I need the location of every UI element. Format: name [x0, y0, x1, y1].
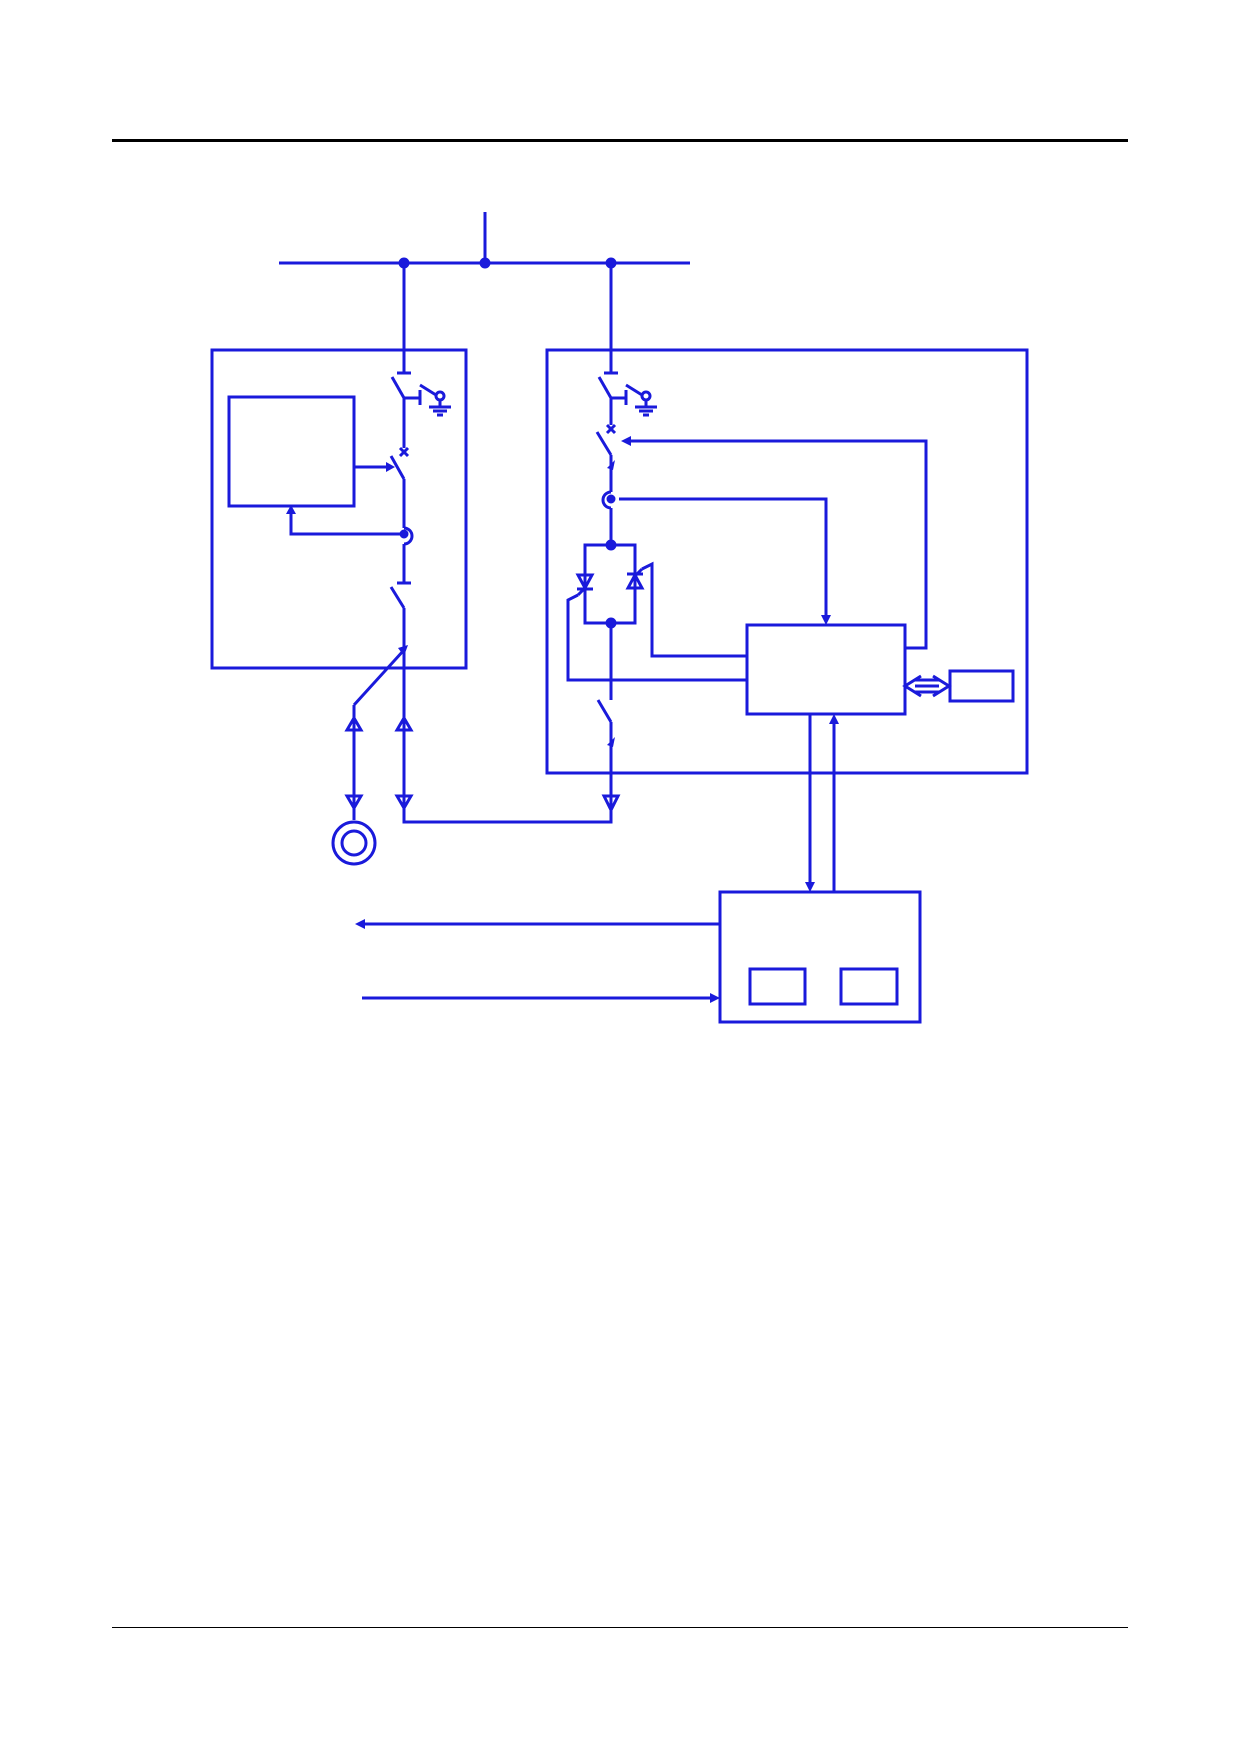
- bypass-switch-icon: [389, 586, 406, 733]
- motor-icon: [331, 820, 377, 866]
- thyristor-icon: [575, 573, 595, 597]
- hmi-panel-box: [948, 669, 1015, 703]
- indicator-panel-right: [839, 967, 899, 1006]
- master-controller-box: [718, 890, 922, 1024]
- bidirectional-link-icon: [902, 674, 952, 698]
- converter-cubicle: [545, 263, 1029, 810]
- header-rule: [112, 139, 1128, 142]
- earthing-switch-icon: [419, 383, 451, 417]
- bypass-cubicle: [210, 263, 468, 733]
- circuit-breaker-icon: [595, 411, 617, 492]
- disconnector-switch-icon: [390, 376, 422, 425]
- footer-rule: [112, 1627, 1128, 1628]
- current-transformer-icon: [397, 526, 414, 585]
- master-controller: [355, 714, 922, 1024]
- control-unit-box: [745, 623, 907, 716]
- earthing-switch-icon: [625, 383, 657, 417]
- thyristor-icon: [625, 567, 645, 590]
- current-transformer-icon: [601, 490, 617, 551]
- thyristor-bridge-icon: [575, 543, 645, 629]
- main-busbar: [279, 212, 690, 269]
- motor-feeder: [331, 645, 621, 866]
- circuit-breaker-icon: [389, 425, 410, 528]
- protection-relay-box: [227, 395, 356, 508]
- indicator-panel-left: [748, 967, 807, 1006]
